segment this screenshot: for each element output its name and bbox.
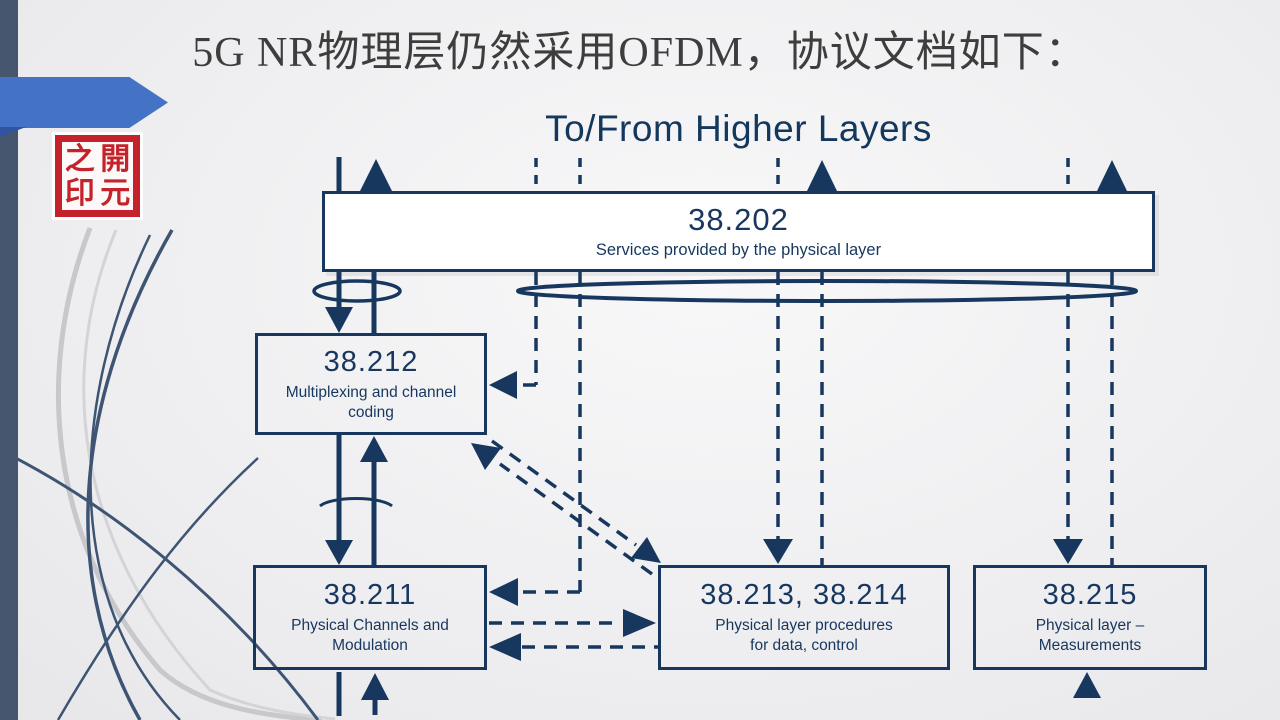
title-arrow-banner bbox=[0, 77, 168, 128]
spec-box-38213-38214: 38.213, 38.214 Physical layer procedures… bbox=[658, 565, 950, 670]
spec-box-title: 38.212 bbox=[323, 345, 419, 378]
spec-box-subtitle: Multiplexing and channel coding bbox=[285, 383, 457, 421]
spec-box-subtitle: Physical layer procedures for data, cont… bbox=[715, 617, 893, 654]
interface-ellipse-small bbox=[312, 279, 402, 303]
spec-box-38212: 38.212 Multiplexing and channel coding bbox=[255, 333, 487, 435]
spec-box-38215: 38.215 Physical layer – Measurements bbox=[973, 565, 1207, 670]
spec-box-subtitle: Physical Channels and Modulation bbox=[291, 617, 449, 654]
spec-box-title: 38.211 bbox=[323, 579, 417, 612]
stamp-char: 開 bbox=[100, 142, 131, 176]
stamp-char: 元 bbox=[100, 176, 131, 210]
spec-box-38211: 38.211 Physical Channels and Modulation bbox=[253, 565, 487, 670]
solid-arrows bbox=[325, 157, 1101, 716]
interface-ellipse-large bbox=[516, 279, 1138, 303]
spec-box-subtitle: Physical layer – Measurements bbox=[1035, 617, 1145, 654]
seal-stamp-characters: 之 開 印 元 bbox=[55, 135, 140, 217]
spec-box-title: 38.202 bbox=[688, 201, 789, 237]
left-edge-bar bbox=[0, 0, 18, 720]
dashed-arrowheads bbox=[471, 160, 1127, 661]
stamp-char: 印 bbox=[64, 176, 95, 210]
diagram-heading: To/From Higher Layers bbox=[545, 108, 932, 149]
slide-title: 5G NR物理层仍然采用OFDM，协议文档如下： bbox=[192, 30, 1088, 76]
spec-box-title: 38.215 bbox=[1042, 579, 1138, 612]
spec-box-subtitle: Services provided by the physical layer bbox=[595, 240, 882, 259]
stamp-char: 之 bbox=[64, 142, 95, 176]
banner-fold-triangle bbox=[0, 127, 26, 137]
crossing-hop-arc bbox=[319, 497, 393, 508]
spec-box-title: 38.213, 38.214 bbox=[700, 579, 908, 612]
dashed-arrows bbox=[489, 158, 1114, 649]
seal-stamp: 之 開 印 元 bbox=[52, 132, 143, 220]
spec-box-38202: 38.202 Services provided by the physical… bbox=[322, 191, 1155, 272]
